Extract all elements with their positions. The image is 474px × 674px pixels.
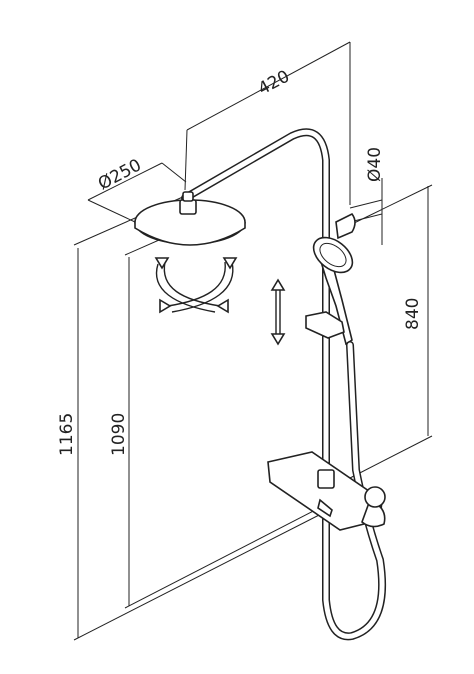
dimension-pipe-diameter: Ø40 [349,147,385,245]
dimension-head-height: 1090 [109,232,326,609]
dimension-overall-height: 1165 [57,195,326,641]
swivel-rotation-arrows-icon [154,257,238,314]
dim-label-420: 420 [255,67,293,100]
dim-label-1090: 1090 [109,413,129,456]
riser-fitting [335,212,356,240]
overhead-shower-head [134,191,246,246]
dim-label-d250: Ø250 [95,155,145,194]
slide-holder [305,311,345,339]
thermostatic-mixer [267,451,386,531]
dim-label-840: 840 [403,298,423,330]
dim-label-d40: Ø40 [365,147,385,182]
shower-riser-pipe [181,128,330,504]
height-adjust-arrow-icon [270,278,286,346]
dimension-hand-shower-height: 840 [349,184,433,479]
dim-label-1165: 1165 [57,413,77,456]
